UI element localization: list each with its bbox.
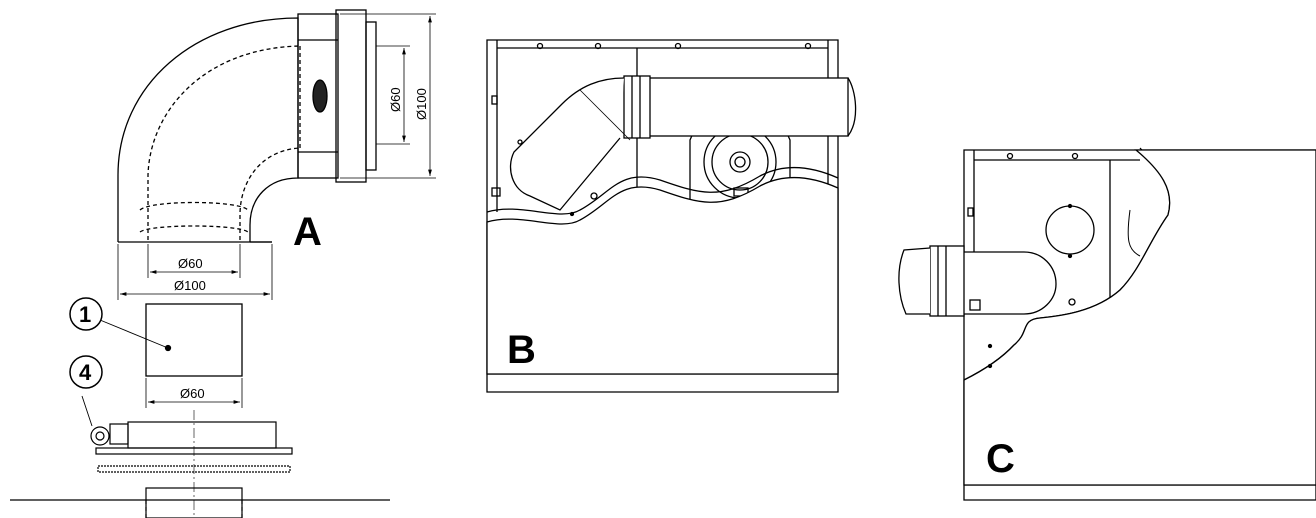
elbow-socket xyxy=(297,13,339,179)
flue-flange xyxy=(10,395,390,518)
callout-1 xyxy=(69,297,103,331)
dim-outer-right: Ø100 xyxy=(414,88,429,120)
figure-c-label: C xyxy=(986,437,1015,481)
figure-a xyxy=(117,9,436,300)
flue-pipe-b xyxy=(647,77,849,137)
rear-outlet-circle xyxy=(1045,205,1095,255)
callout-1-label: 1 xyxy=(79,302,91,327)
figure-b-label: B xyxy=(507,328,536,372)
logo-badge xyxy=(312,79,328,113)
front-cover-cut-b xyxy=(486,176,839,375)
dim-outer-bottom: Ø100 xyxy=(174,278,206,293)
callout-4-label: 4 xyxy=(79,360,92,385)
figure-b xyxy=(486,39,857,393)
adapter-part xyxy=(99,303,243,408)
flue-pipe-c xyxy=(929,245,965,317)
figure-c xyxy=(898,147,1316,501)
dim-adapter: Ø60 xyxy=(180,386,205,401)
callout-4 xyxy=(69,355,103,389)
dim-inner-bottom: Ø60 xyxy=(178,256,203,271)
elbow-outline xyxy=(117,17,299,242)
figure-a-label: A xyxy=(293,210,322,254)
dim-inner-right: Ø60 xyxy=(388,87,403,112)
